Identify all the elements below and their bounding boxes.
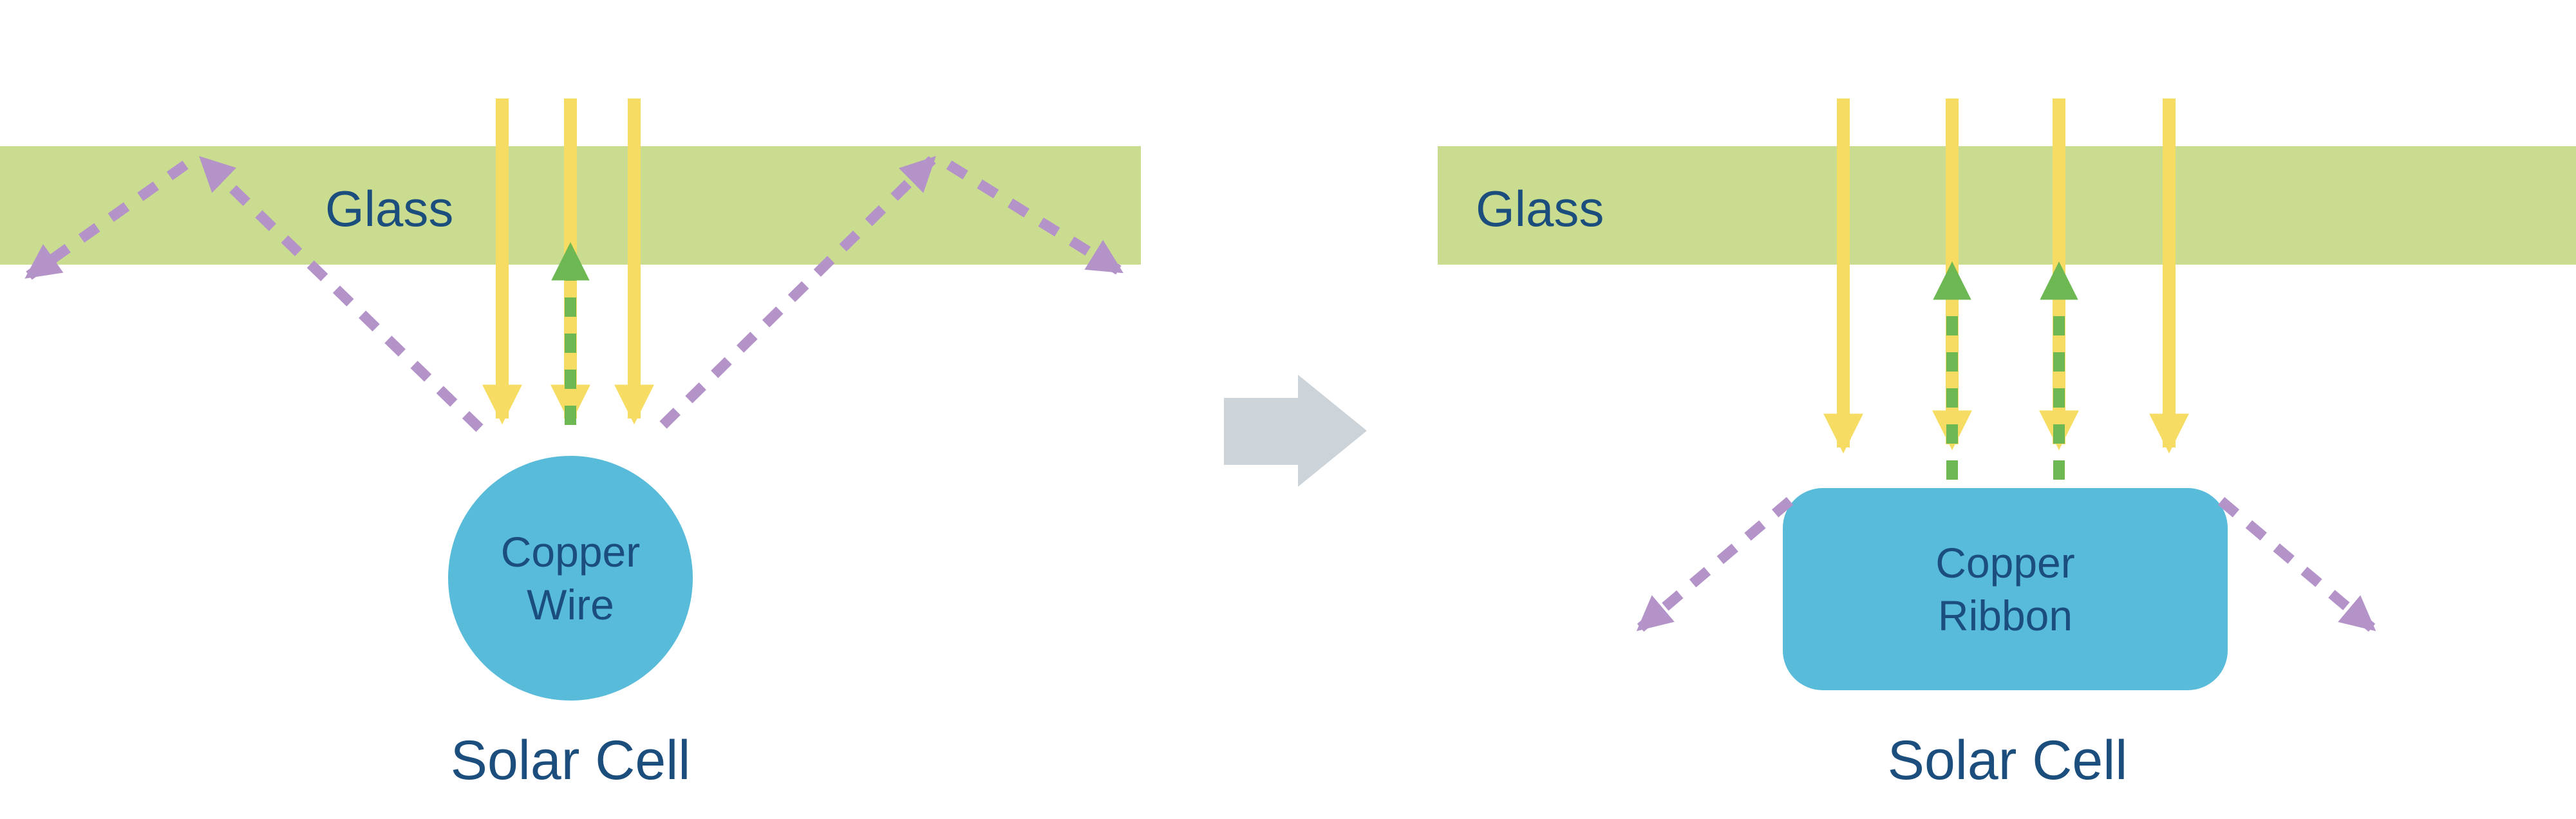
glass-label-left: Glass: [325, 180, 454, 237]
copper-ribbon-label-line1: Copper: [1935, 538, 2075, 587]
copper-ribbon-label: Copper Ribbon: [1935, 536, 2074, 643]
solar-cell-caption-right: Solar Cell: [1887, 730, 2128, 791]
glass-panel-right: [1438, 146, 2576, 265]
copper-ribbon-rect: Copper Ribbon: [1783, 488, 2228, 690]
copper-wire-label: Copper Wire: [501, 525, 640, 632]
copper-ribbon-label-line2: Ribbon: [1937, 592, 2073, 639]
copper-wire-circle: Copper Wire: [448, 456, 693, 701]
reflected-light-arrows-right: [1933, 261, 2078, 480]
glass-panel-left: [0, 146, 1141, 265]
copper-wire-label-line1: Copper: [500, 527, 641, 576]
glass-label-right: Glass: [1476, 180, 1604, 237]
transform-right-arrow-icon: [1224, 375, 1367, 487]
copper-wire-label-line2: Wire: [527, 581, 614, 628]
solar-cell-caption-left: Solar Cell: [450, 730, 691, 791]
